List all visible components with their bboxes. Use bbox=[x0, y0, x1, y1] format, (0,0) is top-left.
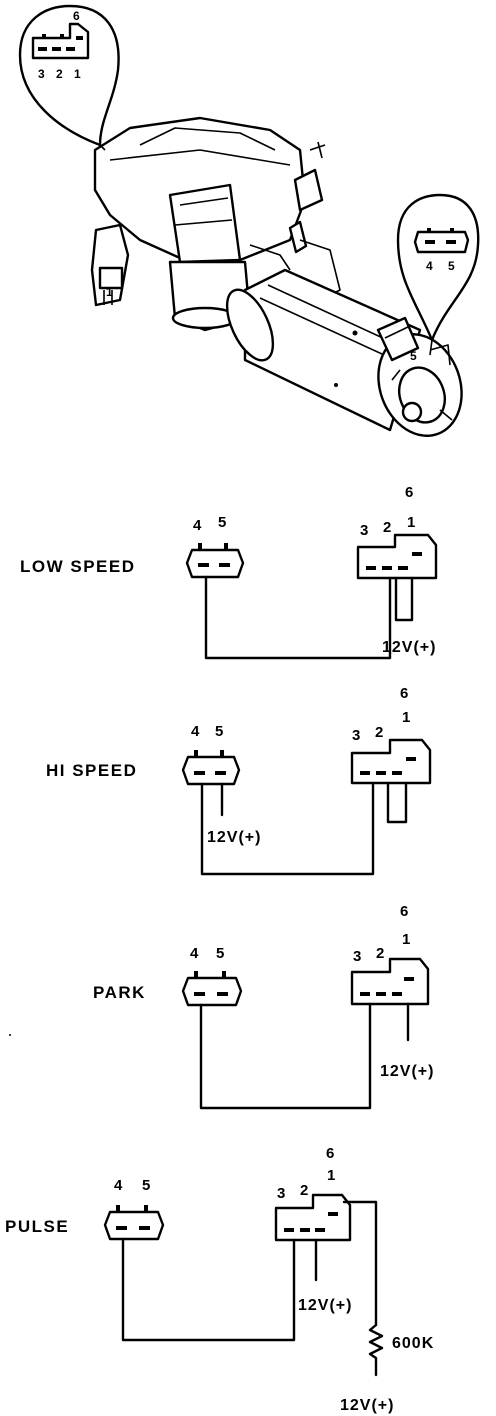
jumper-wire bbox=[199, 1002, 372, 1110]
connector-4pin bbox=[274, 1193, 352, 1242]
motor-cylinder bbox=[225, 268, 463, 437]
conn-left-pin-4: 4 bbox=[114, 1177, 123, 1194]
conn-right-pin-2: 2 bbox=[376, 945, 384, 962]
mode-label: LOW SPEED bbox=[20, 557, 136, 576]
conn-right-pin-2: 2 bbox=[375, 724, 383, 741]
conn-right-pin-2: 2 bbox=[383, 519, 391, 536]
connector-2pin bbox=[181, 971, 243, 1007]
mode-hi-speed: HI SPEED 4 5 6 3 2 1 12V(+) bbox=[46, 685, 432, 876]
conn-left-pin-5: 5 bbox=[216, 945, 224, 962]
supply-probe bbox=[386, 781, 408, 824]
conn-left-pin-4: 4 bbox=[190, 945, 199, 962]
conn-left-pin-5: 5 bbox=[218, 514, 226, 531]
jumper-wire bbox=[121, 1237, 296, 1342]
motor-pin-mark: 5 bbox=[410, 349, 417, 363]
mode-low-speed: LOW SPEED 4 5 6 3 2 1 12V(+) bbox=[20, 484, 438, 660]
callout-connector-right bbox=[413, 228, 470, 254]
callout-bubble-right bbox=[396, 193, 480, 342]
connector-4pin bbox=[350, 738, 432, 785]
mode-pulse: PULSE 4 5 6 3 2 1 12V(+) 600K 12V(+) bbox=[5, 1145, 434, 1414]
supply-probe bbox=[394, 576, 414, 622]
conn-left-pin-5: 5 bbox=[215, 723, 223, 740]
conn-right-pin-3: 3 bbox=[353, 948, 361, 965]
conn-right-pin-3: 3 bbox=[352, 727, 360, 744]
wiper-motor-illustration: 6 3 2 1 bbox=[18, 4, 480, 437]
conn-left-pin-5: 5 bbox=[142, 1177, 150, 1194]
conn-right-pin-1: 1 bbox=[402, 931, 410, 948]
callout-right-pins: 4 5 bbox=[426, 259, 461, 273]
supply-label: 12V(+) bbox=[298, 1297, 352, 1314]
connector-2pin bbox=[181, 750, 241, 786]
motor-pin-mark-left: 1 bbox=[106, 285, 113, 299]
conn-left-pin-4: 4 bbox=[193, 517, 202, 534]
resistor-symbol bbox=[368, 1323, 384, 1377]
supply-label: 12V(+) bbox=[207, 829, 261, 846]
callout-left-pin6: 6 bbox=[73, 9, 80, 23]
supply-label: 12V(+) bbox=[382, 639, 436, 656]
conn-right-pin-6: 6 bbox=[400, 903, 408, 920]
supply2-label: 12V(+) bbox=[340, 1397, 394, 1414]
conn-right-pin-2: 2 bbox=[300, 1182, 308, 1199]
connector-4pin bbox=[350, 957, 430, 1006]
mode-label: PULSE bbox=[5, 1217, 69, 1236]
conn-right-pin-1: 1 bbox=[407, 514, 415, 531]
callout-bubble-left bbox=[18, 4, 120, 147]
conn-right-pin-3: 3 bbox=[360, 522, 368, 539]
jumper-wire bbox=[204, 575, 392, 660]
conn-right-pin-6: 6 bbox=[405, 484, 413, 501]
callout-connector-left bbox=[31, 22, 90, 60]
mode-label: PARK bbox=[93, 983, 146, 1002]
conn-right-pin-3: 3 bbox=[277, 1185, 285, 1202]
conn-left-pin-4: 4 bbox=[191, 723, 200, 740]
supply-label: 12V(+) bbox=[380, 1063, 434, 1080]
conn-right-pin-6: 6 bbox=[400, 685, 408, 702]
resistor-wire bbox=[342, 1200, 378, 1327]
conn-right-pin-6: 6 bbox=[326, 1145, 334, 1162]
jumper-wire bbox=[200, 781, 375, 876]
conn-right-pin-1: 1 bbox=[327, 1167, 335, 1184]
conn-right-pin-1: 1 bbox=[402, 709, 410, 726]
resistor-label: 600K bbox=[392, 1335, 434, 1352]
mode-label: HI SPEED bbox=[46, 761, 137, 780]
connector-2pin bbox=[185, 543, 245, 579]
callout-left-pins: 3 2 1 bbox=[38, 67, 85, 81]
connector-2pin bbox=[103, 1205, 165, 1241]
stray-dot bbox=[9, 1034, 11, 1036]
mode-park: PARK 4 5 6 3 2 1 12V(+) bbox=[93, 903, 434, 1110]
connector-4pin bbox=[356, 533, 438, 580]
